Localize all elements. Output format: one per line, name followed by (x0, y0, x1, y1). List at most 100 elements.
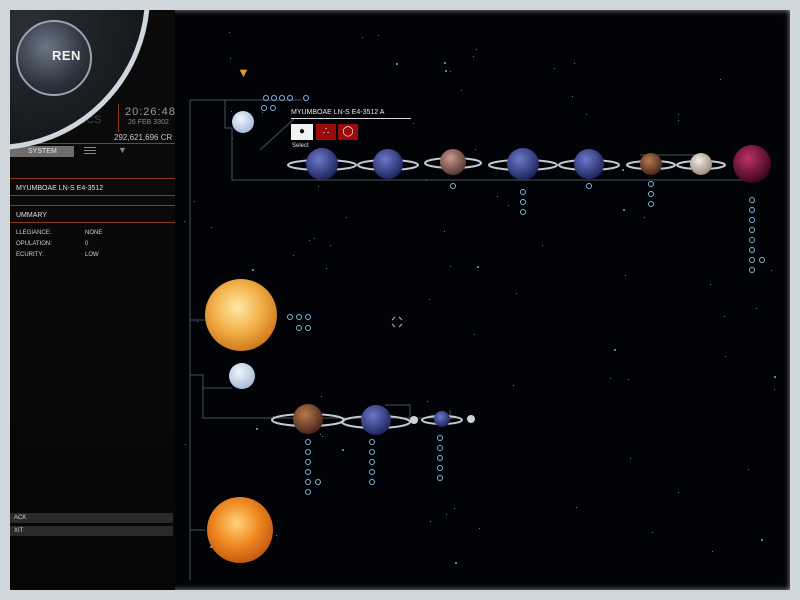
moon-lower-2[interactable] (467, 415, 475, 423)
divider (10, 178, 175, 179)
background-star (574, 62, 576, 64)
star-body-b[interactable] (207, 497, 273, 563)
planet-ringed-brown-lower[interactable] (293, 404, 323, 434)
divider (10, 195, 175, 196)
background-star (427, 401, 429, 403)
map-marker-icon[interactable]: ▼ (118, 145, 127, 155)
background-star (229, 58, 231, 60)
background-star (197, 320, 199, 322)
planet-ringed-blue-3[interactable] (507, 148, 539, 180)
star-body-small-b[interactable] (229, 363, 255, 389)
background-star (443, 231, 445, 233)
background-star (272, 415, 274, 417)
planet-ringed-blue-4[interactable] (574, 149, 604, 179)
background-star (293, 254, 295, 256)
moon-chains (261, 95, 765, 495)
planet-ringed-orange[interactable] (640, 153, 662, 175)
background-star (475, 148, 477, 150)
divider (10, 205, 175, 206)
select-button[interactable]: ● (291, 124, 313, 140)
exit-button[interactable]: XIT (10, 526, 173, 536)
star-body-a[interactable] (205, 279, 277, 351)
background-star (321, 396, 323, 398)
planet-ringed-white[interactable] (690, 153, 712, 175)
background-star (712, 550, 714, 552)
background-star (318, 185, 320, 187)
target-icon: ◯ (342, 126, 354, 137)
planet-gas-giant-magenta[interactable] (733, 145, 771, 183)
system-name: MYUMBOAE LN-S E4-3512 (16, 185, 104, 192)
background-star (571, 96, 573, 98)
background-star (496, 196, 498, 198)
background-star (747, 469, 749, 471)
select-label: Select (292, 143, 309, 149)
background-star (774, 388, 776, 390)
tab-system[interactable]: SYSTEM (10, 146, 74, 157)
background-star (430, 520, 432, 522)
planet-ringed-blue-1[interactable] (306, 148, 338, 180)
background-star (450, 266, 452, 267)
background-star (444, 70, 447, 73)
back-button[interactable]: ACK (10, 513, 173, 523)
planet-ringed-brown[interactable] (440, 149, 466, 175)
divider (10, 143, 175, 144)
background-star (614, 349, 617, 352)
background-star (413, 122, 415, 124)
background-star (586, 114, 588, 116)
clock-divider (118, 104, 119, 132)
summary-heading: UMMARY (16, 212, 47, 219)
security-label: ECURITY: (16, 252, 44, 258)
background-star (610, 377, 612, 379)
background-star (211, 226, 213, 228)
background-star (446, 514, 448, 516)
background-star (319, 434, 321, 436)
popup-underline (291, 118, 411, 119)
background-star (362, 36, 364, 38)
allegiance-label: LLEGIANCE: (16, 230, 52, 236)
background-star (313, 238, 315, 240)
background-star (508, 205, 510, 207)
background-star (678, 492, 680, 494)
background-star (261, 112, 263, 114)
background-star (450, 70, 452, 72)
system-map (189, 95, 771, 580)
background-star (455, 561, 458, 564)
planet-ringed-blue-2[interactable] (373, 149, 403, 179)
allegiance-value: NONE (85, 230, 103, 236)
planet-ringed-blue-lower[interactable] (361, 405, 391, 435)
background-star (309, 240, 311, 242)
list-icon[interactable] (84, 147, 96, 156)
background-star (477, 265, 480, 268)
background-star (624, 275, 626, 277)
background-star (773, 375, 776, 378)
background-star (342, 449, 345, 452)
nav-target-marker-icon[interactable]: ▼ (237, 65, 250, 80)
logo-text: REN (52, 48, 81, 63)
background-star (461, 90, 463, 92)
background-star (755, 308, 757, 310)
moon-lower[interactable] (410, 416, 418, 424)
background-star (723, 315, 725, 317)
background-star (623, 209, 626, 212)
background-star (541, 244, 543, 246)
background-star (724, 355, 726, 357)
target-button[interactable]: ◯ (338, 124, 358, 140)
planet-row-upper (287, 145, 771, 183)
background-star (322, 436, 324, 438)
background-star (429, 298, 431, 300)
divider (10, 222, 175, 223)
planet-small-blue-lower[interactable] (434, 411, 450, 427)
population-value: 0 (85, 241, 89, 247)
background-star (476, 49, 478, 51)
background-star (453, 508, 455, 510)
clock-date: 26 FEB 3302 (128, 119, 169, 126)
background-star (720, 78, 722, 80)
clock-time: 20:26:48 (125, 106, 176, 118)
background-star (326, 268, 328, 270)
star-body-small-a[interactable] (232, 111, 254, 133)
background-star (345, 217, 347, 219)
background-star (576, 506, 578, 508)
background-star (252, 268, 255, 271)
plot-route-button[interactable]: ∴ (316, 124, 336, 140)
background-star (761, 539, 764, 542)
